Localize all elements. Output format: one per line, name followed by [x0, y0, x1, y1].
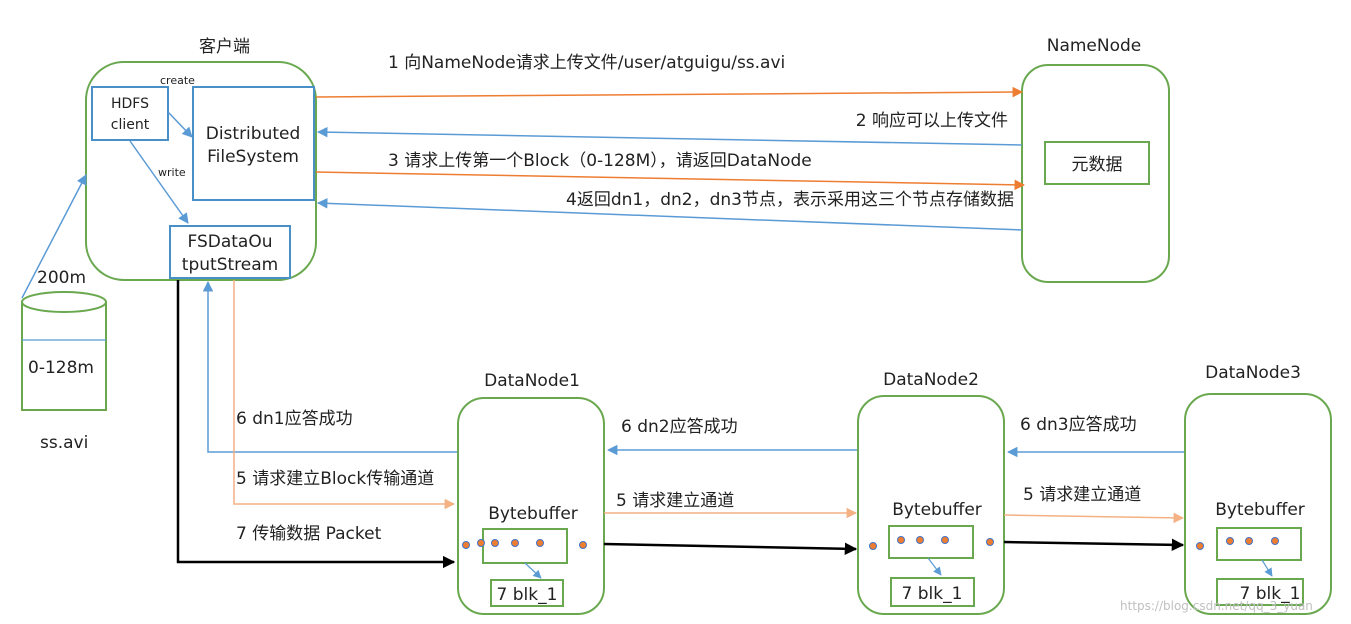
dn3-packet-dot [1226, 537, 1234, 545]
dn3-store-arrow [1261, 559, 1273, 577]
step5-dn2-arrow [1003, 512, 1185, 524]
file-block-label: 0-128m [28, 358, 94, 378]
step1-arrow [315, 86, 1024, 98]
step2-arrow [316, 126, 1023, 146]
file-name-label: ss.avi [40, 433, 88, 453]
datanode2-buffer-label: Bytebuffer [892, 500, 982, 520]
fsdos-label-line2: tputStream [182, 255, 278, 275]
datanode3-block-label: 7 blk_1 [1240, 584, 1301, 604]
step6-dn1-label: 6 dn1应答成功 [236, 409, 353, 429]
dn3-packet-dot [1271, 537, 1279, 545]
dn1-packet-dot [511, 539, 519, 547]
datanode2-title: DataNode2 [883, 370, 979, 390]
watermark: https://blog.csdn.net/qq_3_yuan [1120, 599, 1313, 613]
datanode2-block-label: 7 blk_1 [902, 584, 963, 604]
file-size-label: 200m [37, 268, 86, 288]
dn2-packet-dot [916, 536, 924, 544]
datanode1-title: DataNode1 [484, 371, 580, 391]
datanode1-buffer-label: Bytebuffer [488, 504, 578, 524]
dn2-store-arrow [927, 557, 942, 576]
distributed-filesystem-box [192, 86, 315, 201]
step5-client-label: 5 请求建立Block传输通道 [236, 469, 434, 489]
dn2-packet-dot [986, 538, 994, 546]
dn1-packet-dot [477, 539, 485, 547]
hdfs-client-label-line2: client [111, 117, 150, 133]
step3-arrow [315, 171, 1026, 191]
namenode-box [1021, 64, 1170, 283]
step5-dn1-label: 5 请求建立通道 [616, 491, 734, 511]
step5-dn2-label: 5 请求建立通道 [1023, 485, 1141, 505]
metadata-box [1044, 141, 1150, 185]
fsdos-label-line1: FSDataOu [187, 232, 272, 252]
dfs-label-line1: Distributed [206, 124, 301, 144]
file-cylinder-body [21, 301, 107, 411]
metadata-label: 元数据 [1072, 155, 1123, 175]
client-box [85, 61, 317, 281]
datanode2-box [857, 395, 1005, 615]
dn1-to-dn2-data-arrow [603, 542, 858, 556]
file-cylinder-top [21, 291, 107, 313]
datanode3-buffer-label: Bytebuffer [1215, 500, 1305, 520]
datanode1-block-box [490, 579, 564, 607]
step3-label: 3 请求上传第一个Block（0-128M），请返回DataNode [388, 151, 812, 171]
datanode3-block-box [1216, 578, 1304, 606]
dn1-store-arrow [524, 562, 542, 579]
datanode3-title: DataNode3 [1205, 363, 1301, 383]
step6-dn3-label: 6 dn3应答成功 [1020, 415, 1137, 435]
dn3-packet-dot [1245, 537, 1253, 545]
step7-arrow [176, 280, 456, 569]
write-arrow [129, 140, 189, 224]
step6-dn1-arrow [202, 280, 458, 453]
hdfs-client-box [91, 86, 169, 141]
file-to-client-arrow [21, 174, 87, 299]
create-label: create [160, 74, 195, 87]
step5-client-arrow [233, 280, 456, 510]
step7-label: 7 传输数据 Packet [236, 524, 382, 544]
fsdataoutputstream-box [169, 225, 291, 279]
dn1-packet-dot [536, 539, 544, 547]
datanode1-block-label: 7 blk_1 [497, 585, 558, 605]
datanode2-block-box [890, 577, 975, 607]
client-title: 客户端 [199, 37, 250, 57]
hdfs-client-label-line1: HDFS [111, 96, 149, 112]
dn1-packet-dot [579, 541, 587, 549]
dn3-packet-dot [1196, 542, 1204, 550]
dn1-packet-dot [462, 541, 470, 549]
dn2-packet-dot [897, 536, 905, 544]
step1-label: 1 向NameNode请求上传文件/user/atguigu/ss.avi [388, 53, 785, 73]
dfs-label-line2: FileSystem [207, 147, 299, 167]
datanode3-box [1184, 393, 1332, 615]
dn2-to-dn3-data-arrow [1003, 538, 1185, 552]
step4-label: 4返回dn1，dn2，dn3节点，表示采用这三个节点存储数据 [566, 190, 1014, 210]
step2-label: 2 响应可以上传文件 [856, 111, 1008, 131]
namenode-title: NameNode [1047, 36, 1142, 56]
datanode3-buffer-box [1216, 527, 1302, 561]
step4-arrow [316, 198, 1023, 231]
create-arrow [167, 111, 193, 138]
datanode1-box [457, 397, 605, 615]
dn1-packet-dot [491, 539, 499, 547]
write-label: write [158, 166, 186, 179]
datanode2-buffer-box [888, 525, 974, 559]
step6-dn2-label: 6 dn2应答成功 [621, 417, 738, 437]
dn2-packet-dot [869, 542, 877, 550]
dn2-packet-dot [941, 536, 949, 544]
